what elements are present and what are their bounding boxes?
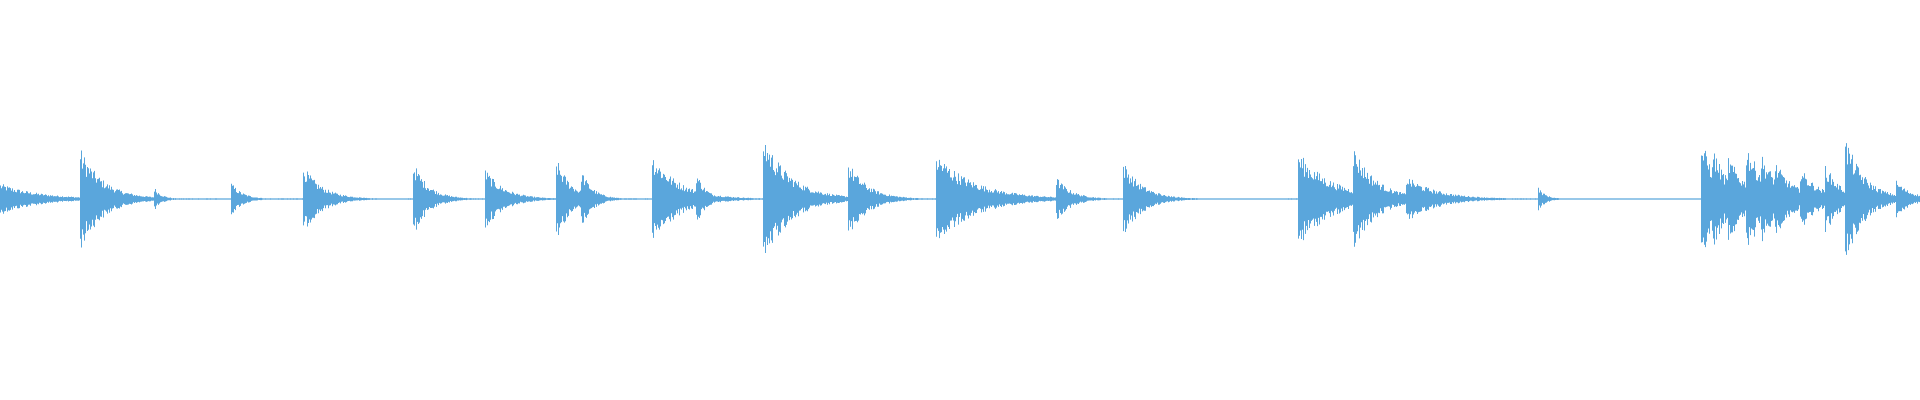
waveform-trace [0, 143, 1920, 255]
